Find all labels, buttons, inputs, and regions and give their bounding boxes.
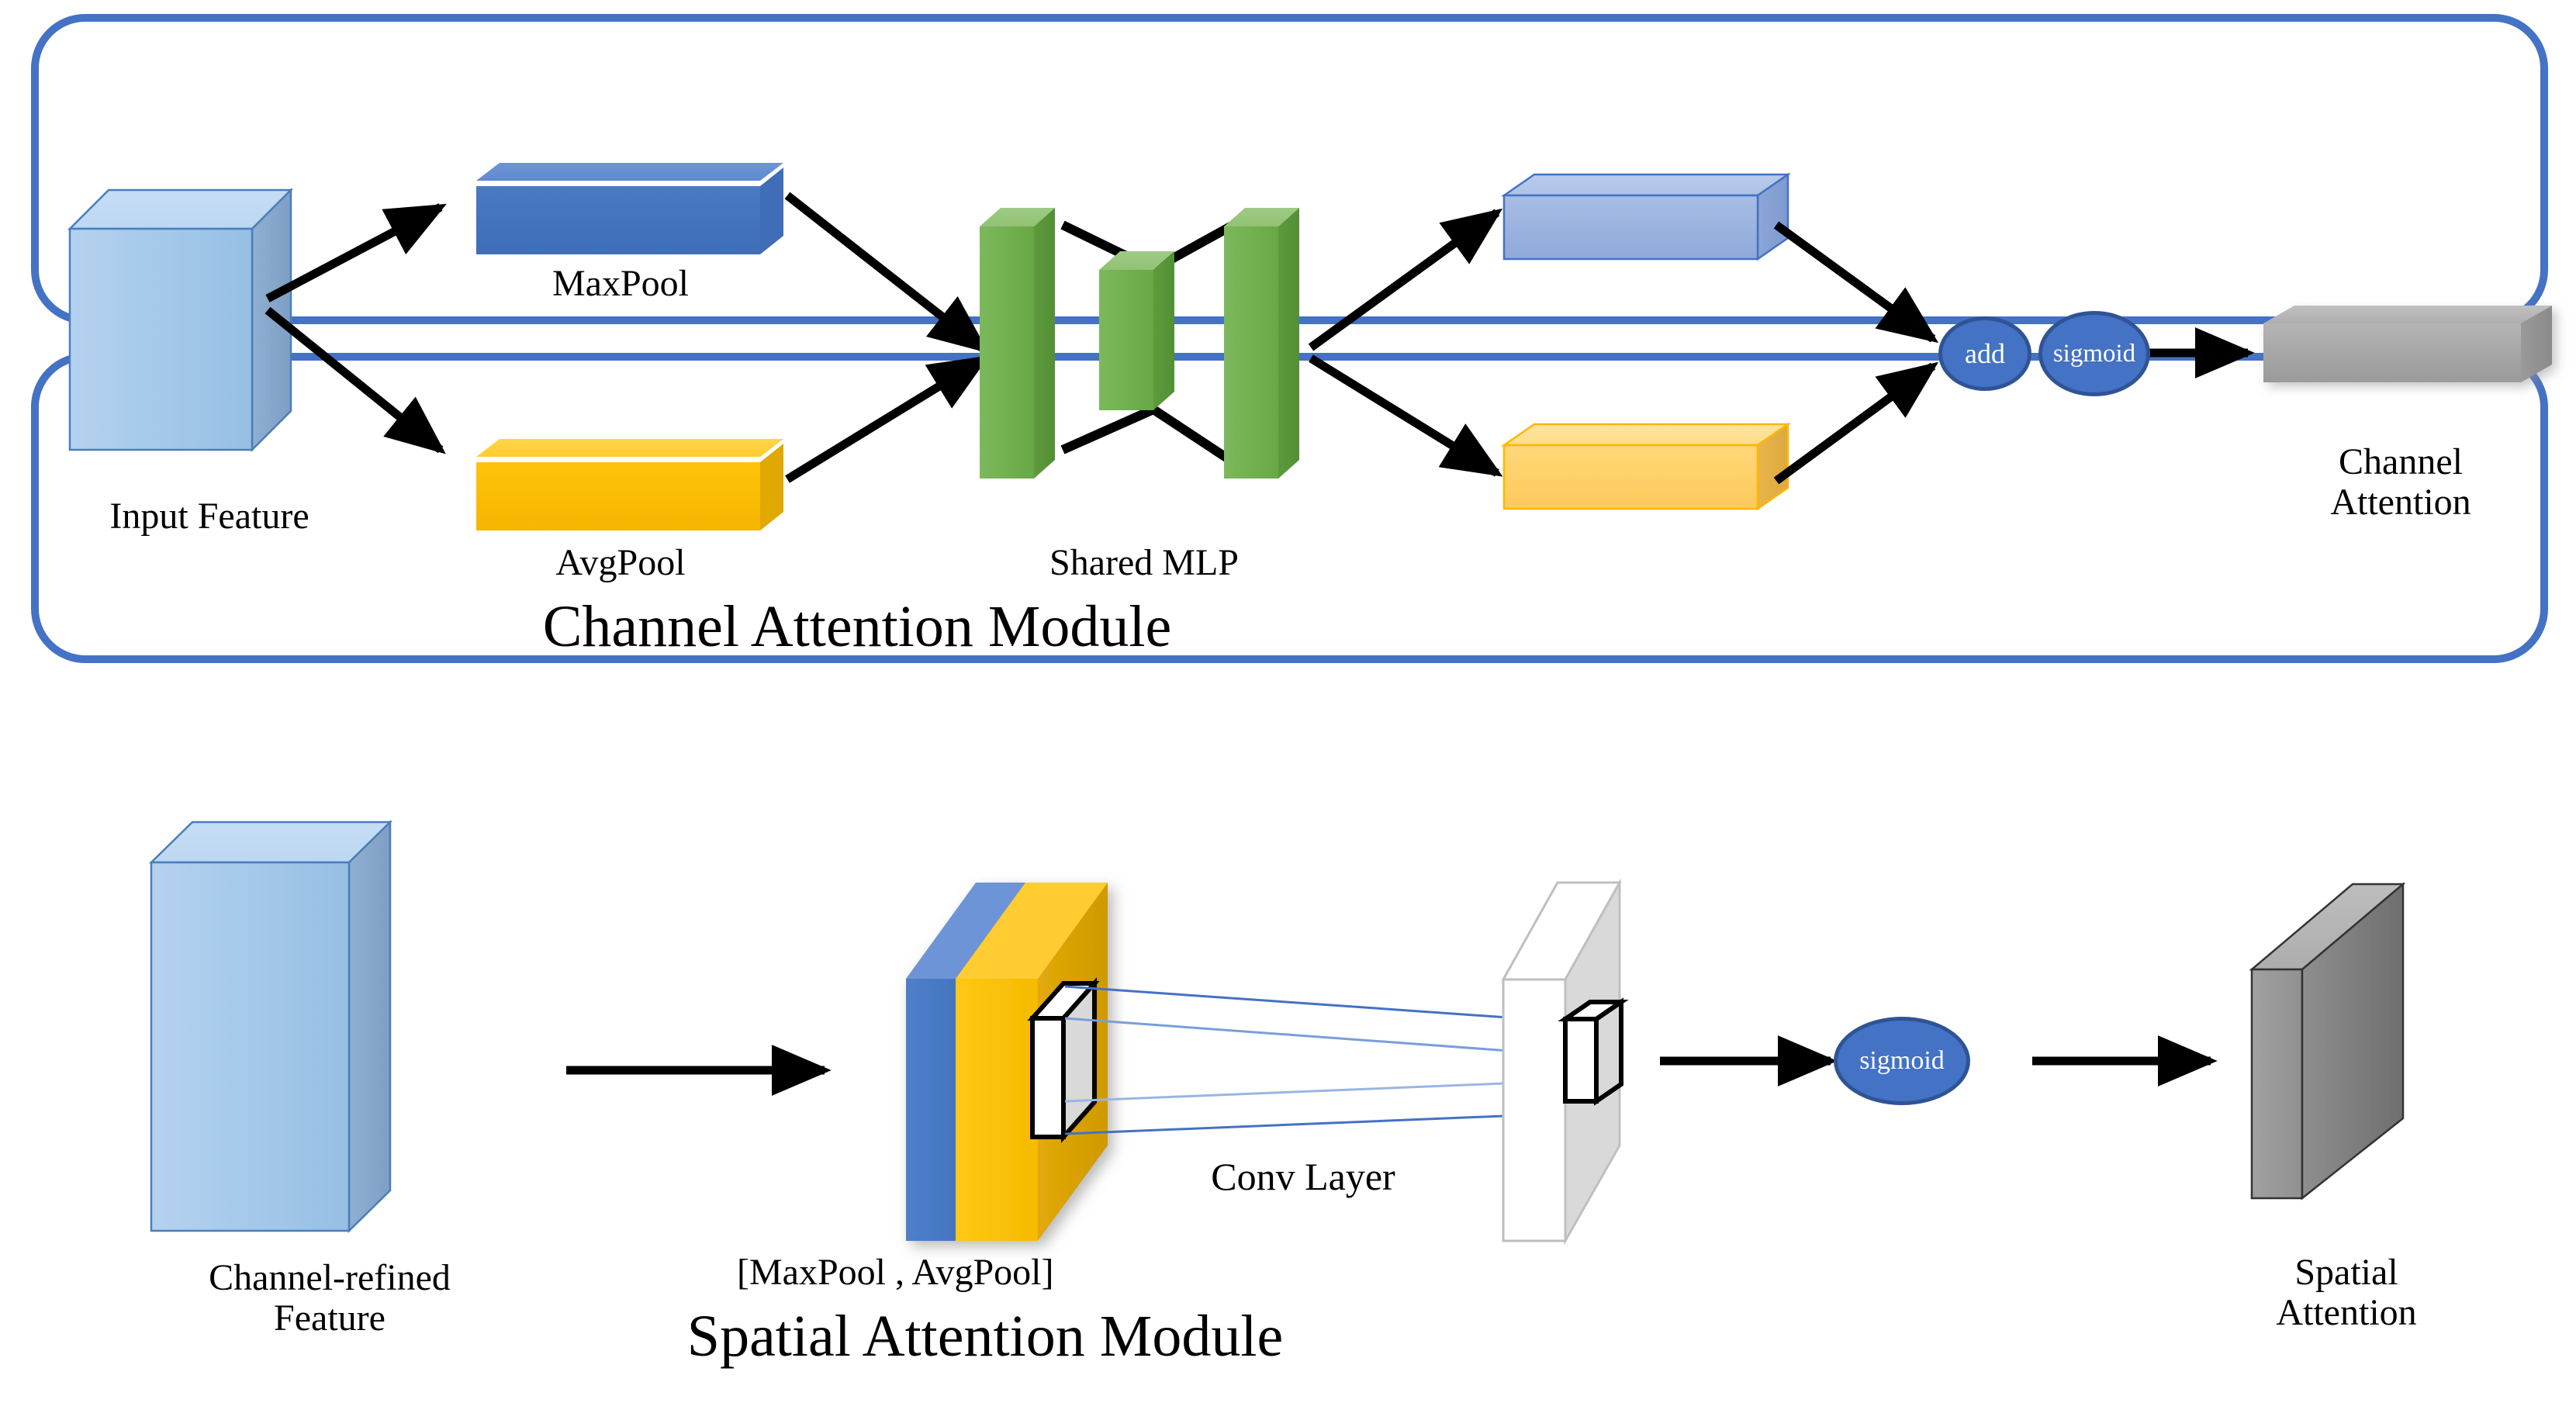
conv-projection-lines [1064, 985, 1542, 1135]
sigmoid-node-spatial[interactable]: sigmoid [1834, 1017, 1970, 1105]
input-feature-label: Input Feature [109, 496, 309, 537]
conv-kernel-on-output-slab [1558, 997, 1629, 1106]
sigmoid-node-channel-label: sigmoid [2052, 339, 2136, 368]
add-node-label: add [1965, 338, 2005, 369]
channel-attention-label: Channel Attention [2330, 441, 2471, 523]
channel-refined-feature-cube [148, 820, 393, 1233]
channel-attention-module-title: Channel Attention Module [542, 594, 1172, 659]
pool-concat-label: [MaxPool , AvgPool] [737, 1252, 1054, 1293]
maxpool-label: MaxPool [552, 263, 689, 304]
avgpool-label: AvgPool [555, 542, 686, 583]
pool-concat-slab [906, 883, 1108, 1241]
sigmoid-node-spatial-label: sigmoid [1859, 1046, 1945, 1075]
conv-output-slab [1501, 878, 1622, 1246]
spatial-attention-label: Spatial Attention [2276, 1252, 2417, 1333]
spatial-attention-slab [2249, 882, 2406, 1201]
add-node[interactable]: add [1938, 316, 2031, 391]
sigmoid-node-channel[interactable]: sigmoid [2038, 311, 2150, 396]
conv-kernel-on-pool-slab [1027, 977, 1100, 1143]
shared-mlp-label: Shared MLP [1049, 542, 1239, 583]
channel-attention-module-frame [31, 14, 2548, 324]
spatial-attention-module-title: Spatial Attention Module [686, 1304, 1284, 1369]
channel-refined-feature-label: Channel-refined Feature [209, 1257, 451, 1339]
conv-layer-label: Conv Layer [1211, 1155, 1395, 1198]
